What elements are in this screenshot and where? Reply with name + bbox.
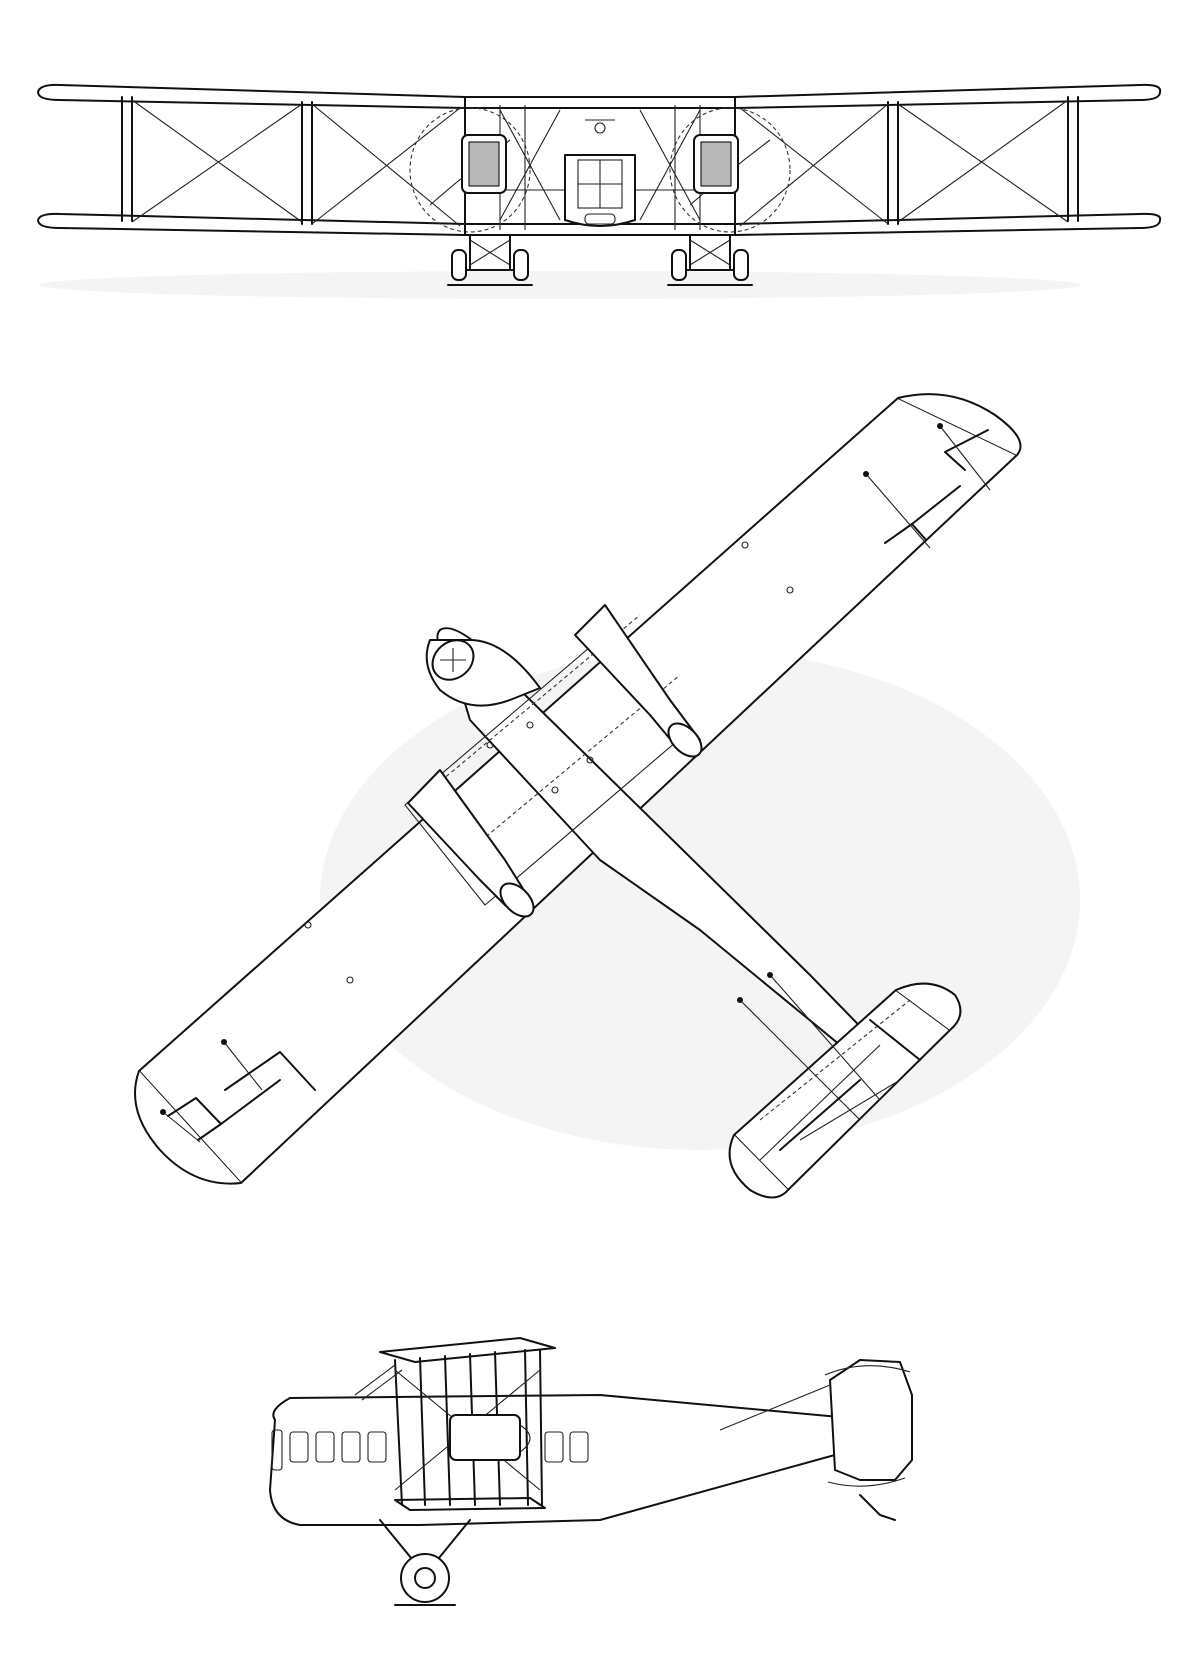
front-view-ground-smudge bbox=[40, 271, 1080, 299]
left-wheel-outer bbox=[451, 249, 467, 281]
side-tail-skid bbox=[859, 1494, 896, 1521]
side-tail-lower-edge bbox=[827, 1477, 906, 1487]
front-fuselage bbox=[564, 119, 636, 227]
right-engine-nacelle bbox=[693, 134, 739, 194]
plan-right-engine-nacelle bbox=[574, 604, 703, 758]
left-engine-nacelle bbox=[461, 134, 507, 194]
left-wheel-inner bbox=[513, 249, 529, 281]
side-lower-wing bbox=[394, 1497, 546, 1511]
side-tail-upper-edge bbox=[824, 1365, 911, 1376]
right-wheel-outer bbox=[733, 249, 749, 281]
side-propeller-hub bbox=[519, 1424, 531, 1453]
right-undercarriage bbox=[667, 234, 753, 286]
right-wheel-inner bbox=[671, 249, 687, 281]
plan-left-aileron bbox=[160, 1039, 316, 1143]
side-upper-wing bbox=[379, 1337, 556, 1363]
side-engine-nacelle bbox=[449, 1414, 521, 1461]
front-interplane-struts bbox=[121, 96, 1079, 225]
side-rudder bbox=[829, 1359, 913, 1481]
side-fuselage bbox=[269, 1394, 861, 1526]
front-upper-wing bbox=[37, 83, 1162, 109]
side-wheel-hub bbox=[414, 1567, 436, 1589]
front-view bbox=[37, 83, 1162, 299]
plan-tail-bracing bbox=[737, 972, 921, 1161]
right-radiator bbox=[700, 141, 732, 187]
plan-left-wing-tip bbox=[134, 1070, 242, 1185]
side-view bbox=[269, 1337, 913, 1606]
front-bracing-wires bbox=[131, 99, 1069, 227]
left-radiator bbox=[468, 141, 500, 187]
plan-right-wing-tip bbox=[897, 393, 1022, 456]
left-propeller-disc bbox=[409, 107, 531, 233]
plan-tailplane-right-tip bbox=[895, 982, 962, 1031]
side-undercarriage bbox=[379, 1519, 471, 1606]
left-undercarriage bbox=[447, 234, 533, 286]
plan-tailplane-left-tip bbox=[728, 1134, 789, 1199]
plan-right-aileron bbox=[863, 423, 991, 549]
plan-panel-markings bbox=[304, 541, 794, 984]
right-propeller-disc bbox=[669, 107, 791, 233]
plan-left-engine-nacelle bbox=[407, 769, 535, 918]
plan-view bbox=[134, 393, 1080, 1199]
side-cabin-windows bbox=[271, 1429, 589, 1471]
